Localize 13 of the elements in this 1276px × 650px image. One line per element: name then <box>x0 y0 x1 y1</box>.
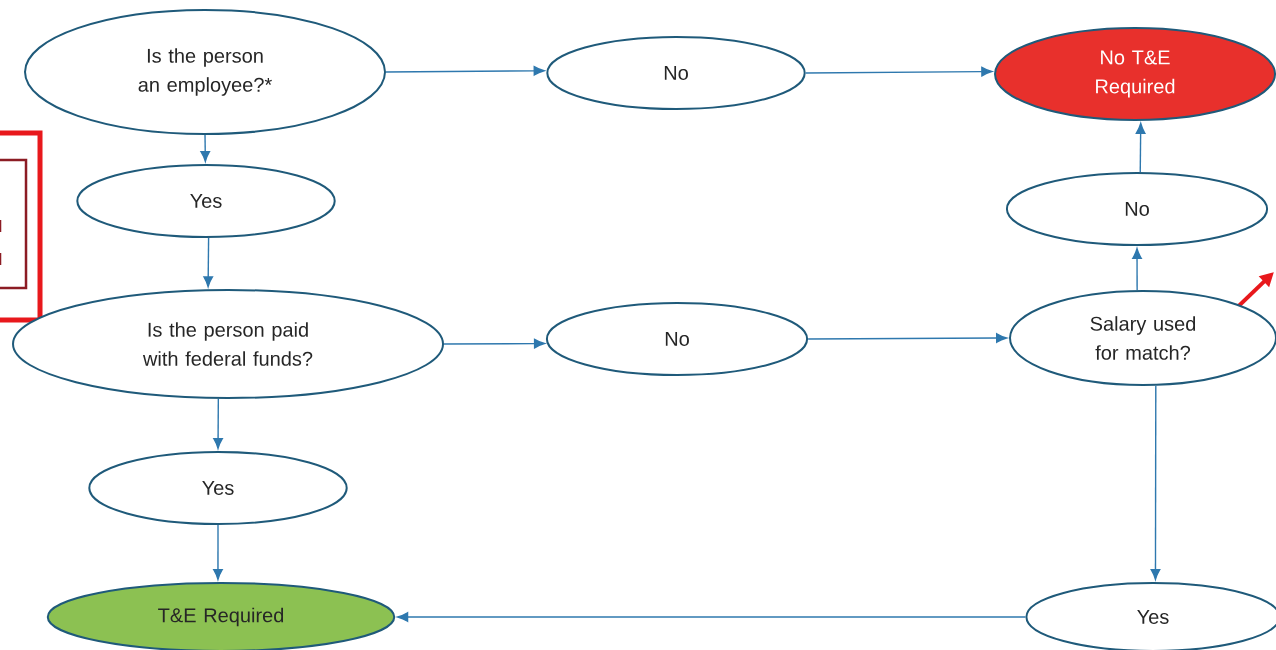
arrow <box>1150 385 1161 581</box>
arrow <box>805 66 993 77</box>
arrow <box>203 237 214 288</box>
arrow <box>397 612 1027 622</box>
node-label: Salary used for match? <box>1090 316 1196 360</box>
arrow <box>213 524 223 581</box>
arrow <box>1135 122 1146 173</box>
arrow <box>1132 247 1142 291</box>
arrow <box>443 338 546 349</box>
arrow <box>385 65 545 76</box>
arrow <box>213 398 223 450</box>
arrow <box>200 134 211 163</box>
arrow <box>807 333 1008 343</box>
